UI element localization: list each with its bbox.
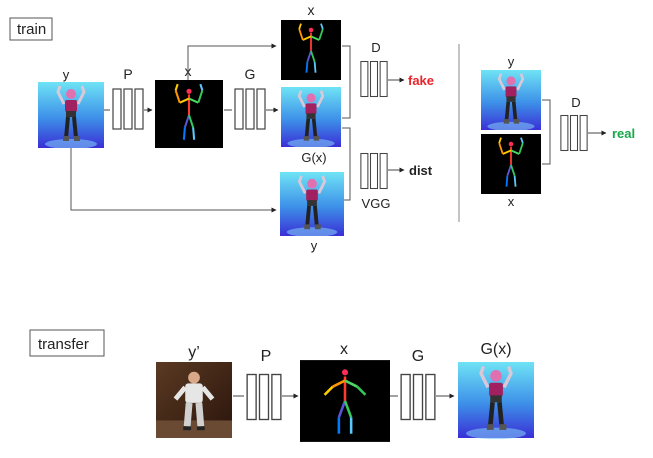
right-x-skeleton-icon [480, 134, 542, 194]
transfer-output-photo-icon [458, 362, 534, 439]
transfer-gx-label: G(x) [480, 341, 511, 358]
transfer-pose-network-icon [246, 373, 282, 421]
discriminator-network-icon [360, 60, 388, 98]
gx-photo-icon [280, 87, 342, 147]
transfer-skeleton-icon [300, 360, 390, 442]
yprime-photo-icon [156, 362, 232, 438]
gx-label: G(x) [301, 150, 326, 165]
right-y-photo-icon [480, 70, 542, 130]
transfer-section-label: transfer [38, 336, 89, 353]
real-label: real [612, 126, 635, 141]
top-x-label: x [308, 2, 315, 18]
train-p-label: P [123, 66, 132, 82]
dist-label: dist [409, 163, 433, 178]
train-section: train y P x G x G(x) D fake [9, 2, 635, 253]
train-y-photo-icon [38, 82, 104, 148]
vgg-label: VGG [362, 196, 391, 211]
bottom-y-label: y [311, 238, 318, 253]
train-y-label: y [63, 67, 70, 82]
right-d-label: D [571, 95, 580, 110]
train-g-label: G [245, 66, 256, 82]
arrow-x-to-top-x [187, 43, 277, 80]
right-y-label: y [508, 54, 515, 69]
vgg-input-bracket [342, 127, 351, 201]
generator-network-icon [234, 88, 266, 130]
arrow-y-to-bottom-y [70, 148, 277, 213]
d-input-bracket [342, 45, 351, 119]
right-x-label: x [508, 194, 515, 209]
transfer-g-label: G [412, 348, 424, 365]
train-x-skeleton-icon [154, 80, 224, 148]
train-label-box [9, 17, 53, 41]
right-d-bracket [542, 99, 551, 165]
fake-label: fake [408, 73, 434, 88]
transfer-generator-icon [400, 373, 436, 421]
train-d-label: D [371, 40, 380, 55]
right-discriminator-icon [560, 114, 588, 152]
pose-network-icon [112, 88, 144, 130]
transfer-x-label: x [340, 341, 348, 358]
vgg-network-icon [360, 152, 388, 190]
bottom-y-photo-icon [280, 172, 344, 236]
transfer-section: transfer y’ P x G G(x) [29, 329, 534, 442]
transfer-p-label: P [261, 348, 272, 365]
yprime-label: y’ [188, 344, 200, 361]
transfer-label-box [29, 329, 105, 357]
top-x-skeleton-icon [280, 20, 342, 80]
train-section-label: train [17, 21, 46, 38]
